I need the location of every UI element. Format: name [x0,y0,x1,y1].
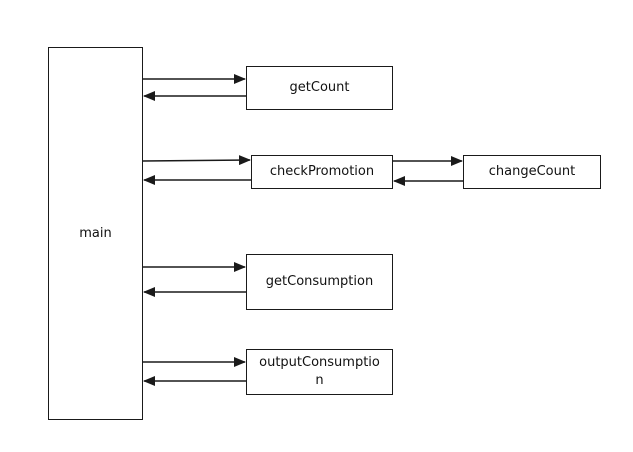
node-getconsumption: getConsumption [246,254,393,310]
node-changecount-label: changeCount [488,164,576,179]
arrow-main-to-checkpromotion [142,155,251,166]
node-outputconsumption: outputConsumption [246,349,393,395]
node-checkpromotion-label: checkPromotion [269,164,375,179]
node-main: main [48,47,143,420]
node-main-label: main [79,225,112,241]
node-getconsumption-label: getConsumption [265,274,374,289]
node-getcount-label: getCount [289,80,350,95]
node-changecount: changeCount [463,155,601,189]
node-outputconsumption-label: outputConsumption [259,355,380,388]
node-checkpromotion: checkPromotion [251,155,393,189]
node-getcount: getCount [246,66,393,110]
